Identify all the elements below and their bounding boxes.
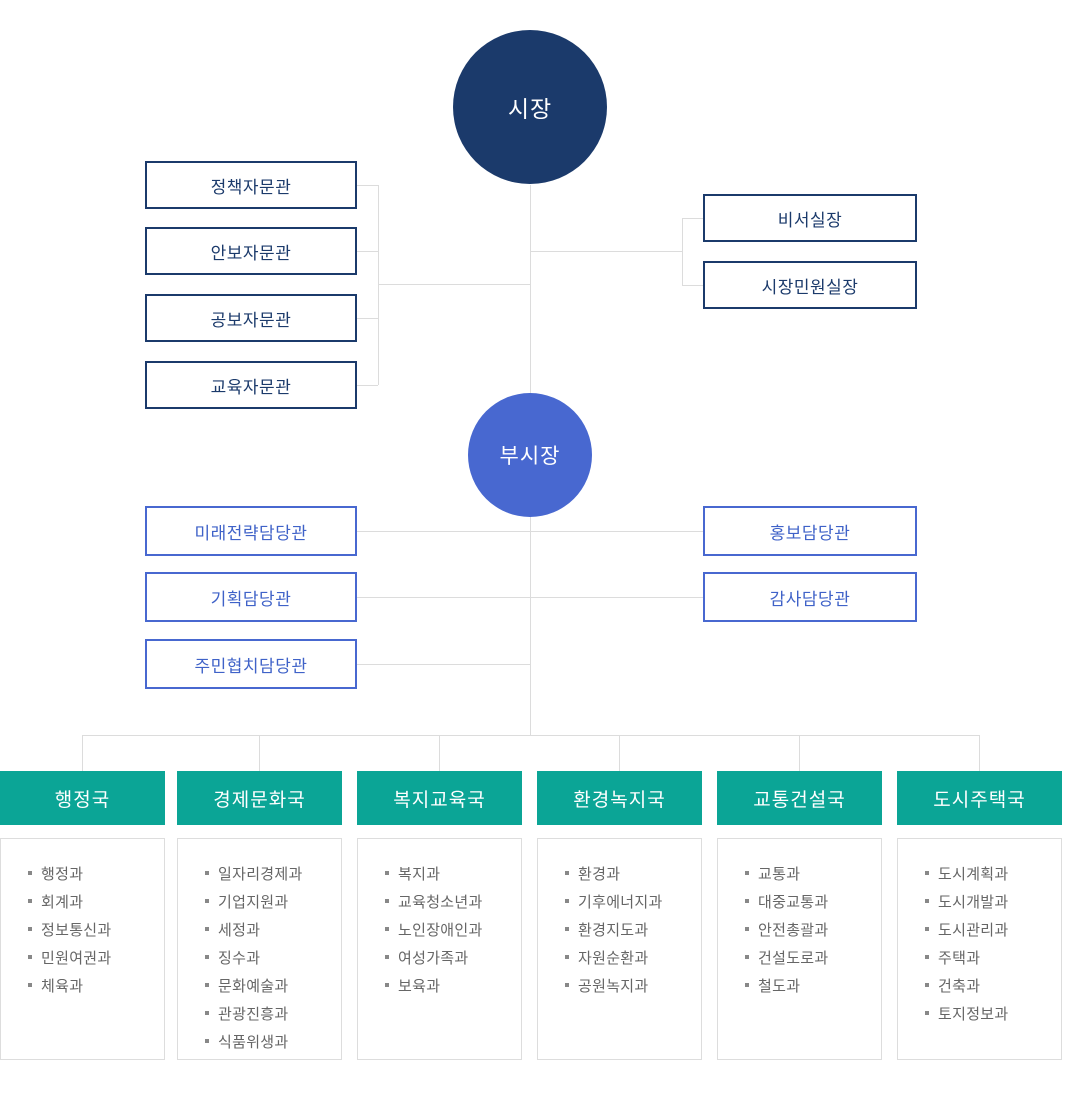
mayor-advisor-box: 정책자문관 <box>145 161 357 209</box>
division-item: 건축과 <box>898 971 1061 999</box>
division-item: 정보통신과 <box>1 915 164 943</box>
connector-line <box>530 531 703 532</box>
mayor-office-box: 시장민원실장 <box>703 261 917 309</box>
division-item: 주택과 <box>898 943 1061 971</box>
division-item: 교육청소년과 <box>358 887 521 915</box>
division-item: 도시개발과 <box>898 887 1061 915</box>
division-item: 안전총괄과 <box>718 915 881 943</box>
division-item: 철도과 <box>718 971 881 999</box>
connector-line <box>439 735 440 771</box>
deputy-officer-box: 감사담당관 <box>703 572 917 622</box>
division-item: 기업지원과 <box>178 887 341 915</box>
mayor-node: 시장 <box>453 30 607 184</box>
division-item: 문화예술과 <box>178 971 341 999</box>
division-item: 토지정보과 <box>898 999 1061 1027</box>
deputy-mayor-node: 부시장 <box>468 393 592 517</box>
division-item: 도시관리과 <box>898 915 1061 943</box>
division-item: 건설도로과 <box>718 943 881 971</box>
mayor-office-box: 비서실장 <box>703 194 917 242</box>
connector-line <box>682 218 683 285</box>
connector-line <box>259 735 260 771</box>
division-item: 자원순환과 <box>538 943 701 971</box>
division-item: 기후에너지과 <box>538 887 701 915</box>
division-item: 관광진흥과 <box>178 999 341 1027</box>
division-item: 보육과 <box>358 971 521 999</box>
division-item: 민원여권과 <box>1 943 164 971</box>
connector-line <box>682 218 703 219</box>
bureau-header: 행정국 <box>0 771 165 825</box>
division-item: 세정과 <box>178 915 341 943</box>
division-item: 복지과 <box>358 859 521 887</box>
connector-line <box>82 735 980 736</box>
division-item: 일자리경제과 <box>178 859 341 887</box>
division-item: 식품위생과 <box>178 1027 341 1055</box>
mayor-label: 시장 <box>507 96 553 122</box>
connector-line <box>357 185 378 186</box>
bureau-header: 환경녹지국 <box>537 771 702 825</box>
deputy-officer-box: 주민협치담당관 <box>145 639 357 689</box>
connector-line <box>378 284 530 285</box>
connector-line <box>979 735 980 771</box>
bureau-header: 경제문화국 <box>177 771 342 825</box>
connector-line <box>357 597 530 598</box>
connector-line <box>357 531 530 532</box>
deputy-mayor-label: 부시장 <box>499 445 561 468</box>
connector-line <box>530 597 703 598</box>
connector-line <box>530 251 682 252</box>
division-item: 행정과 <box>1 859 164 887</box>
division-item: 환경지도과 <box>538 915 701 943</box>
connector-line <box>799 735 800 771</box>
bureau-header: 복지교육국 <box>357 771 522 825</box>
connector-line <box>378 185 379 385</box>
mayor-advisor-box: 교육자문관 <box>145 361 357 409</box>
division-item: 노인장애인과 <box>358 915 521 943</box>
division-item: 대중교통과 <box>718 887 881 915</box>
bureau-header: 도시주택국 <box>897 771 1062 825</box>
mayor-advisor-box: 공보자문관 <box>145 294 357 342</box>
deputy-officer-box: 미래전략담당관 <box>145 506 357 556</box>
connector-line <box>357 251 378 252</box>
connector-line <box>682 285 703 286</box>
mayor-advisor-box: 안보자문관 <box>145 227 357 275</box>
division-item: 회계과 <box>1 887 164 915</box>
connector-line <box>82 735 83 771</box>
division-item: 교통과 <box>718 859 881 887</box>
bureau-header: 교통건설국 <box>717 771 882 825</box>
division-item: 환경과 <box>538 859 701 887</box>
connector-line <box>619 735 620 771</box>
connector-line <box>357 664 530 665</box>
deputy-officer-box: 기획담당관 <box>145 572 357 622</box>
division-item: 징수과 <box>178 943 341 971</box>
division-item: 공원녹지과 <box>538 971 701 999</box>
division-item: 체육과 <box>1 971 164 999</box>
deputy-officer-box: 홍보담당관 <box>703 506 917 556</box>
connector-line <box>357 318 378 319</box>
connector-line <box>357 385 378 386</box>
division-item: 도시계획과 <box>898 859 1061 887</box>
division-item: 여성가족과 <box>358 943 521 971</box>
